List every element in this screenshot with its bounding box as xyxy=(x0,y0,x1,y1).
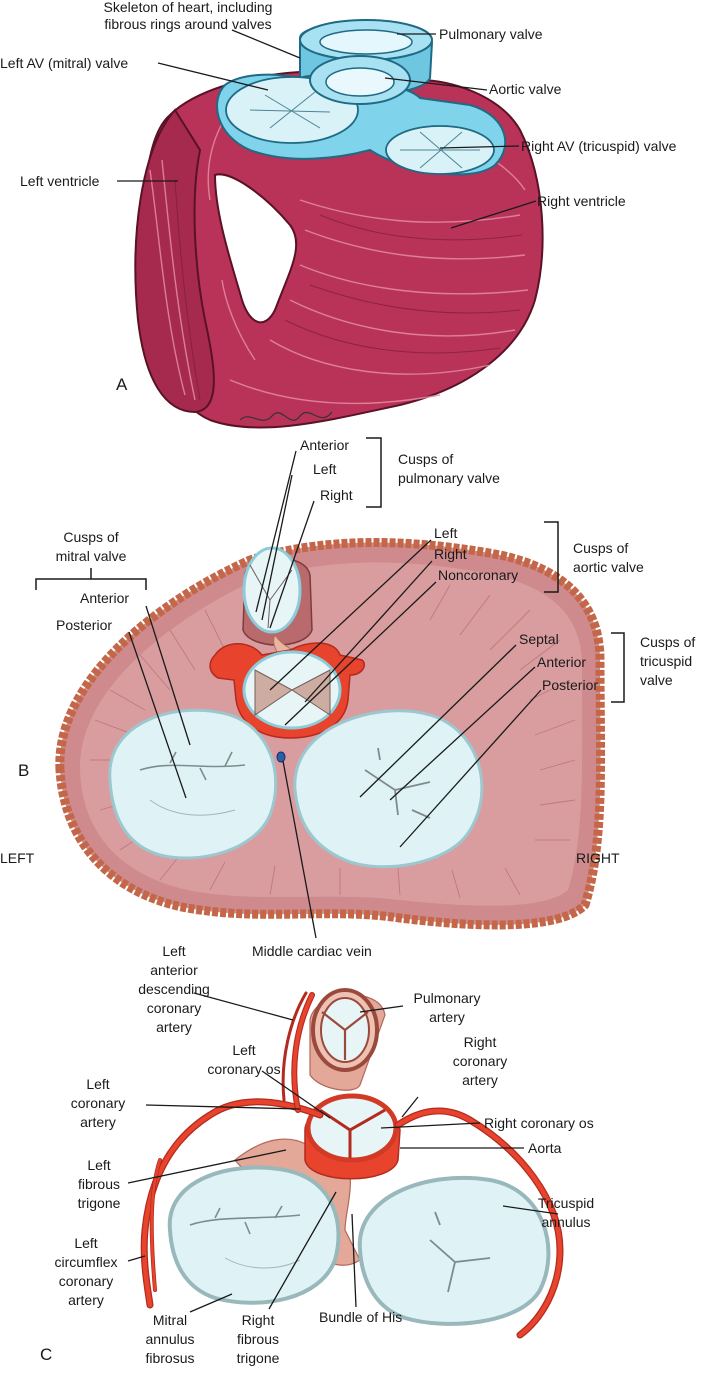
label-middle-cardiac-vein: Middle cardiac vein xyxy=(252,943,372,959)
label-pulmonary-artery-line2: artery xyxy=(429,1009,465,1025)
tricuspid-valve-b xyxy=(293,709,484,869)
label-lca-line2: coronary xyxy=(71,1095,125,1111)
label-aortic-cusp-noncoronary: Noncoronary xyxy=(438,567,518,583)
label-lca-line3: artery xyxy=(80,1114,116,1130)
label-aortic-cusp-left: Left xyxy=(434,525,457,541)
label-pulm-cusp-anterior: Anterior xyxy=(300,437,349,453)
label-mitral-annulus-line2: annulus xyxy=(145,1331,194,1347)
label-aortic-valve: Aortic valve xyxy=(489,81,562,97)
label-mitral-cusp-posterior: Posterior xyxy=(56,617,112,633)
panel-a: Skeleton of heart, including fibrous rin… xyxy=(0,0,677,429)
label-mitral-cusp-anterior: Anterior xyxy=(80,590,129,606)
label-tric-group-line2: tricuspid xyxy=(640,653,692,669)
label-tricuspid-annulus-line2: annulus xyxy=(541,1214,590,1230)
label-aortic-group-line1: Cusps of xyxy=(573,540,628,556)
label-circumflex-line1: Left xyxy=(74,1235,97,1251)
label-rft-line2: fibrous xyxy=(237,1331,279,1347)
label-pulmonary-valve: Pulmonary valve xyxy=(439,26,543,42)
label-tric-group-line3: valve xyxy=(640,672,673,688)
label-pulmonary-artery-line1: Pulmonary xyxy=(414,990,481,1006)
panel-letter-a: A xyxy=(116,375,128,394)
label-tric-cusp-septal: Septal xyxy=(519,631,559,647)
mitral-valve-b xyxy=(108,708,278,860)
label-left-ventricle: Left ventricle xyxy=(20,173,100,189)
label-rca-line2: coronary xyxy=(453,1053,507,1069)
label-mitral-valve: Left AV (mitral) valve xyxy=(0,55,128,71)
label-pulm-cusp-right: Right xyxy=(320,487,353,503)
label-lad-line5: artery xyxy=(156,1019,192,1035)
label-aortic-cusp-right: Right xyxy=(434,546,467,562)
pulmonary-valve-b xyxy=(242,546,313,646)
label-tric-cusp-anterior: Anterior xyxy=(537,654,586,670)
pulmonary-artery-ring-c xyxy=(311,988,379,1072)
label-circumflex-line4: artery xyxy=(68,1292,104,1308)
leader-lines-b xyxy=(128,450,542,939)
label-aortic-group-line2: aortic valve xyxy=(573,559,644,575)
label-lad-line4: coronary xyxy=(147,1000,201,1016)
coronary-arteries-c xyxy=(140,991,564,1339)
middle-cardiac-vein-dot xyxy=(276,751,286,763)
leader-lines-a xyxy=(117,29,537,229)
label-mitral-group-line1: Cusps of xyxy=(63,529,118,545)
label-pulm-group-line2: pulmonary valve xyxy=(398,470,500,486)
aortic-valve-b xyxy=(209,642,366,739)
label-lft-line3: trigone xyxy=(78,1195,121,1211)
aortic-ring-c xyxy=(304,1093,401,1180)
panel-c: Left anterior descending coronary artery… xyxy=(40,943,594,1366)
label-tric-cusp-posterior: Posterior xyxy=(542,677,598,693)
label-tric-group-line1: Cusps of xyxy=(640,634,695,650)
label-skeleton-line1: Skeleton of heart, including xyxy=(104,0,273,15)
label-lad-line2: anterior xyxy=(150,962,198,978)
label-pulm-cusp-left: Left xyxy=(313,461,336,477)
panel-b: Anterior Left Right Cusps of pulmonary v… xyxy=(0,437,695,959)
tricuspid-annulus-c xyxy=(357,1175,551,1326)
label-rca-line3: artery xyxy=(462,1072,498,1088)
label-circumflex-line2: circumflex xyxy=(54,1254,117,1270)
label-left-coronary-os-line2: coronary os xyxy=(207,1061,280,1077)
label-mitral-annulus-line1: Mitral xyxy=(153,1312,187,1328)
label-pulm-group-line1: Cusps of xyxy=(398,451,453,467)
label-circumflex-line3: coronary xyxy=(59,1273,113,1289)
brackets-b xyxy=(35,437,625,703)
label-tricuspid-valve: Right AV (tricuspid) valve xyxy=(521,138,677,154)
label-side-left: LEFT xyxy=(0,850,35,866)
label-tricuspid-annulus-line1: Tricuspid xyxy=(538,1195,594,1211)
label-side-right: RIGHT xyxy=(576,850,620,866)
valve-rings-a xyxy=(216,19,507,176)
label-lad-line3: descending xyxy=(138,981,210,997)
mitral-annulus-c xyxy=(167,1165,341,1305)
label-lad-line1: Left xyxy=(162,943,185,959)
panel-letter-b: B xyxy=(18,761,29,780)
label-bundle-of-his: Bundle of His xyxy=(319,1309,402,1325)
leader-lines-c xyxy=(127,992,559,1313)
label-mitral-group-line2: mitral valve xyxy=(56,548,127,564)
panel-letter-c: C xyxy=(40,1345,52,1364)
label-rca-line1: Right xyxy=(464,1034,497,1050)
label-rft-line1: Right xyxy=(242,1312,275,1328)
label-rft-line3: trigone xyxy=(237,1350,280,1366)
label-lca-line1: Left xyxy=(86,1076,109,1092)
label-right-ventricle: Right ventricle xyxy=(537,193,626,209)
label-lad: Left anterior descending coronary artery xyxy=(138,943,210,1035)
label-left-coronary-os-line1: Left xyxy=(232,1042,255,1058)
label-lft-line2: fibrous xyxy=(78,1176,120,1192)
label-aorta: Aorta xyxy=(528,1140,562,1156)
artist-signature xyxy=(239,411,333,421)
label-right-coronary-os: Right coronary os xyxy=(484,1115,594,1131)
label-mitral-annulus-line3: fibrosus xyxy=(145,1350,194,1366)
label-lft-line1: Left xyxy=(87,1157,110,1173)
label-skeleton-line2: fibrous rings around valves xyxy=(104,16,271,32)
